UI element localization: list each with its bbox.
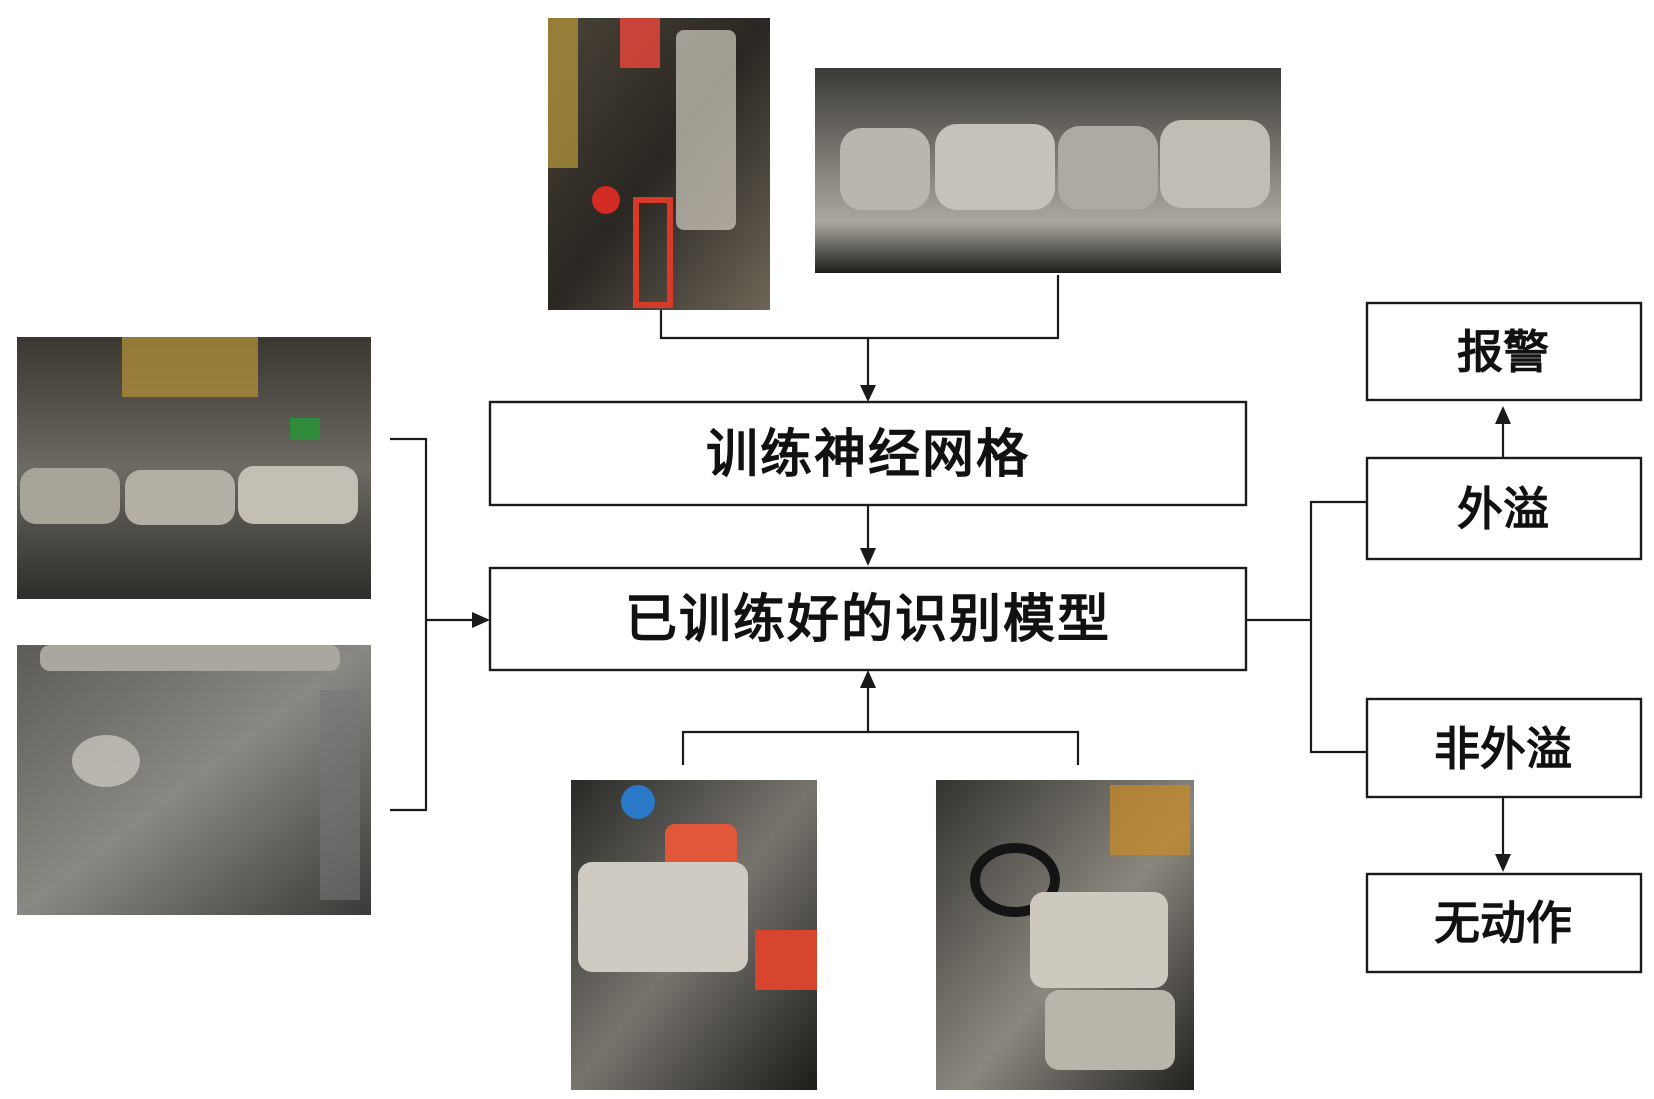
photo-bottom-right: [936, 780, 1194, 1090]
photo-top-left: [548, 18, 770, 310]
non-overflow-label: 非外溢: [1434, 722, 1572, 776]
photo-bottom-left: [571, 780, 817, 1090]
connector-right: [1246, 500, 1367, 754]
connector-top: [659, 275, 1060, 402]
train-network-label: 训练神经网格: [706, 425, 1030, 485]
non-overflow-box: 非外溢: [1365, 697, 1643, 799]
photo-top-right: [815, 68, 1281, 273]
photo-left-bottom: [17, 645, 371, 915]
alarm-label: 报警: [1457, 325, 1549, 379]
photo-left-top: [17, 337, 371, 599]
trained-model-label: 已训练好的识别模型: [625, 590, 1111, 650]
connector-nonoverflow-to-noaction: [1495, 797, 1511, 872]
no-action-box: 无动作: [1365, 872, 1643, 974]
no-action-label: 无动作: [1434, 896, 1572, 950]
connector-bottom: [681, 670, 1080, 765]
train-network-box: 训练神经网格: [488, 400, 1248, 507]
connector-overflow-to-alarm: [1495, 406, 1511, 458]
connector-train-to-model: [860, 505, 876, 566]
overflow-label: 外溢: [1457, 482, 1549, 536]
trained-model-box: 已训练好的识别模型: [488, 566, 1248, 672]
overflow-box: 外溢: [1365, 456, 1643, 561]
alarm-box: 报警: [1365, 301, 1643, 402]
connector-left: [390, 437, 490, 812]
